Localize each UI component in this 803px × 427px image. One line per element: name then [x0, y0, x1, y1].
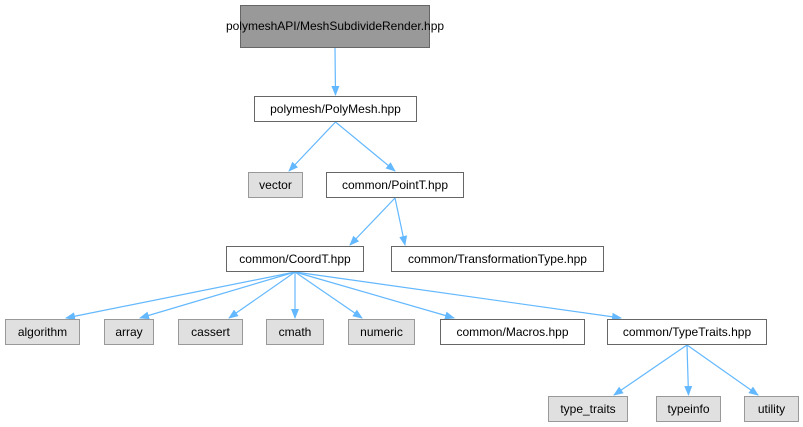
- node-pointt-header[interactable]: common/PointT.hpp: [326, 172, 464, 198]
- node-algorithm: algorithm: [5, 319, 80, 345]
- edge-typetraits-to-utility: [686, 344, 759, 396]
- edge-coordt-to-typetraits: [294, 271, 622, 321]
- edge-coordt-to-algorithm: [65, 271, 296, 321]
- node-coordt-header[interactable]: common/CoordT.hpp: [226, 246, 364, 272]
- node-typeinfo: typeinfo: [656, 396, 721, 422]
- node-polymesh-header[interactable]: polymesh/PolyMesh.hpp: [254, 96, 417, 122]
- node-utility: utility: [744, 396, 799, 422]
- node-cassert: cassert: [178, 319, 243, 345]
- edge-typetraits-to-typeinfo: [684, 344, 693, 396]
- edge-layer: [65, 47, 759, 396]
- edge-coordt-to-macros: [294, 271, 455, 320]
- edge-typetraits-to-type_traits: [613, 344, 688, 396]
- edge-pointt-to-transformationtype: [394, 197, 408, 246]
- node-array: array: [104, 319, 154, 345]
- node-root-file: polymeshAPI/MeshSubdivideRender.hpp: [226, 5, 444, 48]
- node-typetraits-header[interactable]: common/TypeTraits.hpp: [607, 319, 767, 345]
- edge-polymesh-to-pointt: [335, 121, 396, 172]
- node-cmath: cmath: [266, 319, 324, 345]
- edge-coordt-to-numeric: [294, 271, 363, 319]
- node-type-traits: type_traits: [548, 396, 628, 422]
- node-macros-header[interactable]: common/Macros.hpp: [440, 319, 585, 345]
- edge-root-to-polymesh: [331, 47, 340, 96]
- edge-pointt-to-coordt: [349, 197, 396, 246]
- edge-coordt-to-cassert: [228, 271, 296, 319]
- node-vector: vector: [248, 172, 303, 198]
- node-transformationtype-header[interactable]: common/TransformationType.hpp: [391, 246, 604, 272]
- edge-coordt-to-array: [139, 271, 296, 320]
- node-numeric: numeric: [348, 319, 415, 345]
- edge-polymesh-to-vector: [288, 121, 336, 172]
